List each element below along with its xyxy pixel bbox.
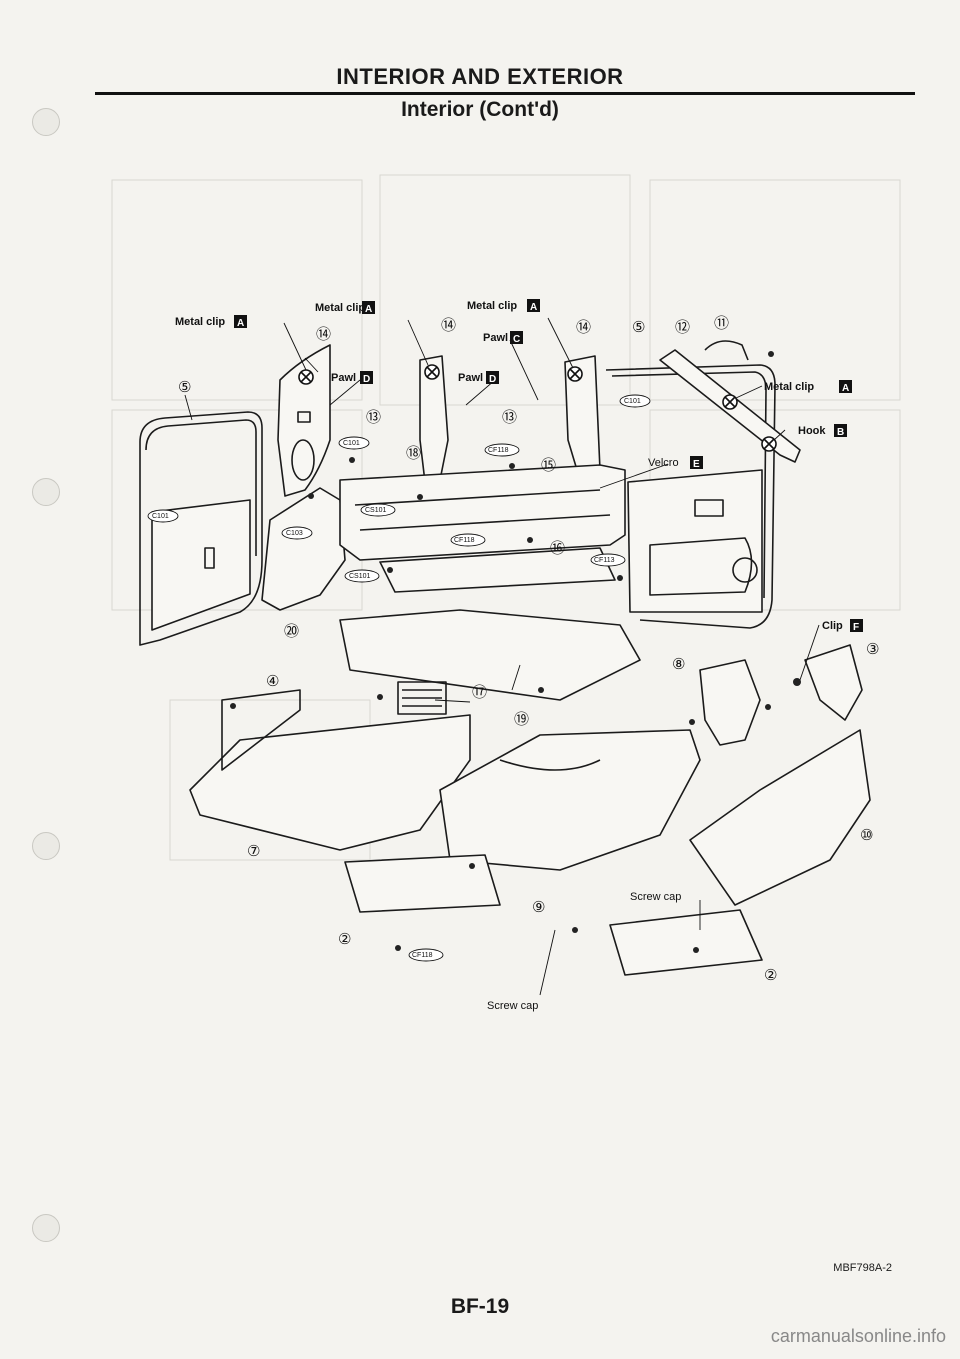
letter-badges: A A A A C D D B E F: [234, 299, 863, 633]
part-number: ②: [764, 966, 777, 984]
callout-screw-cap: Screw cap: [487, 1000, 538, 1012]
letter-f: F: [853, 622, 859, 633]
part-number: ⑪: [714, 314, 729, 332]
rear-floor-carpet: [189, 714, 471, 851]
console-box: [699, 659, 761, 746]
part-number: ⑭: [316, 325, 331, 343]
clip-code: CS101: [365, 507, 387, 514]
letter-d: D: [489, 374, 496, 385]
leader-lines: [184, 317, 820, 996]
callout-metal-clip-a: Metal clip: [467, 300, 517, 312]
title-rule: [95, 92, 915, 95]
letter-d: D: [363, 374, 370, 385]
callout-screw-cap: Screw cap: [630, 891, 681, 903]
callout-pawl-d: Pawl: [458, 372, 483, 384]
back-door-finisher: [151, 499, 251, 631]
page-title: INTERIOR AND EXTERIOR: [336, 64, 624, 89]
binder-hole: [32, 1214, 60, 1242]
binder-hole: [32, 832, 60, 860]
part-number: ⑯: [550, 539, 565, 557]
side-finisher: [339, 464, 626, 561]
part-number: ⑰: [472, 683, 487, 701]
clip-code: C101: [624, 398, 641, 405]
part-number: ⑧: [672, 655, 685, 673]
metal-clip-markers: [298, 364, 777, 452]
clip-code: C101: [343, 440, 360, 447]
callout-pawl-c: Pawl: [483, 332, 508, 344]
letter-a: A: [365, 304, 372, 315]
part-number: ⑩: [860, 826, 873, 844]
part-number: ⑦: [247, 842, 260, 860]
letter-a: A: [842, 383, 849, 394]
binder-hole: [32, 478, 60, 506]
clip-code: CF118: [454, 537, 475, 544]
part-number: ⑬: [502, 408, 517, 426]
letter-a: A: [530, 302, 537, 313]
part-number: ③: [866, 640, 879, 658]
callout-metal-clip-a: Metal clip: [315, 302, 365, 314]
front-floor-carpet: [439, 729, 701, 871]
part-number: ④: [266, 672, 279, 690]
clip-code: C101: [152, 513, 169, 520]
letter-e: E: [693, 459, 700, 470]
watermark-text: carmanualsonline.info: [770, 1326, 946, 1346]
callout-hook-b: Hook: [798, 425, 826, 437]
part-number: ⑲: [514, 710, 529, 728]
callout-metal-clip-a: Metal clip: [764, 381, 814, 393]
letter-b: B: [837, 427, 844, 438]
kicking-plate: [379, 547, 616, 593]
clip-code-ovals: [147, 394, 651, 962]
clip-code: CF118: [488, 447, 509, 454]
binder-hole: [32, 108, 60, 136]
clip-code: CF113: [594, 557, 615, 564]
part-number: ⑬: [366, 408, 381, 426]
callout-pawl-d: Pawl: [331, 372, 356, 384]
letter-c: C: [513, 334, 520, 345]
fasteners: [230, 351, 801, 953]
part-number: ⑭: [576, 318, 591, 336]
part-number: ⑮: [541, 456, 556, 474]
page-number: BF-19: [450, 1295, 510, 1318]
part-number: ⑤: [632, 318, 645, 336]
part-number: ⑱: [406, 444, 421, 462]
rear-pillar-finisher-left: [277, 344, 331, 497]
step-plate-front: [609, 909, 763, 976]
part-number: ⑫: [675, 318, 690, 336]
figure-code: MBF798A-2: [833, 1262, 892, 1274]
assist-grip: [704, 340, 749, 361]
part-number: ⑤: [178, 378, 191, 396]
front-door-weatherstrip: [605, 364, 776, 629]
luggage-floor-trim: [339, 609, 641, 701]
floor-trim-strip: [221, 689, 301, 771]
part-number: ⑨: [532, 898, 545, 916]
letter-a: A: [237, 318, 244, 329]
rear-door-weatherstrip: [139, 411, 263, 646]
part-number: ⑭: [441, 316, 456, 334]
callout-clip-f: Clip: [822, 620, 843, 632]
kick-panel: [804, 644, 863, 721]
callout-velcro-e: Velcro: [648, 457, 679, 469]
step-plate-rear: [344, 854, 501, 913]
part-number: ②: [338, 930, 351, 948]
callout-metal-clip-a: Metal clip: [175, 316, 225, 328]
clip-code: CF118: [412, 952, 433, 959]
side-carpet: [689, 729, 871, 906]
clip-code: CS101: [349, 573, 371, 580]
part-number: ⑳: [284, 622, 299, 640]
clip-code: C103: [286, 530, 303, 537]
luggage-side-lower-finisher: [261, 487, 346, 611]
page-subtitle: Interior (Cont'd): [401, 98, 559, 121]
